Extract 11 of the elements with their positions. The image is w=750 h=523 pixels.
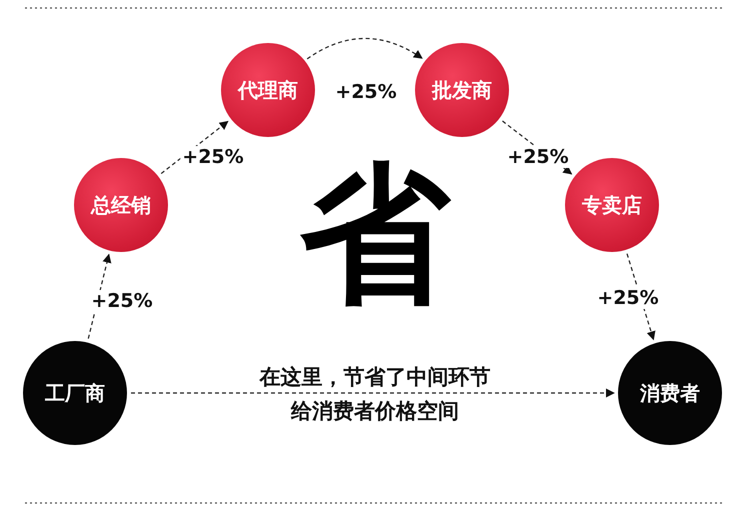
slogan-text: 在这里，节省了中间环节 — [260, 364, 490, 391]
arrow — [160, 120, 229, 174]
circle-node: 代理商 — [221, 43, 315, 137]
arrow — [306, 38, 423, 60]
circle-node: 消费者 — [618, 341, 722, 445]
circle-node: 总经销 — [74, 158, 168, 252]
slogan-text: 给消费者价格空间 — [291, 398, 459, 425]
arrow — [131, 388, 615, 398]
circle-node: 批发商 — [415, 43, 509, 137]
circle-node: 工厂商 — [23, 341, 127, 445]
big-character: 省 — [300, 160, 450, 310]
